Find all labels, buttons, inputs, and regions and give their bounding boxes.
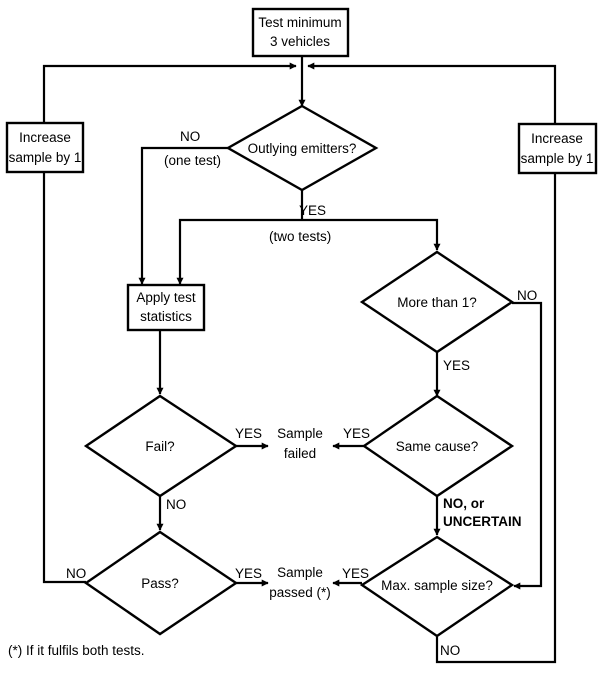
label-pass-yes: YES bbox=[235, 566, 262, 581]
outcome-sample-passed: Sample passed (*) bbox=[269, 565, 331, 600]
outcome-sample-failed: Sample failed bbox=[277, 426, 323, 461]
max-sample-label: Max. sample size? bbox=[381, 578, 493, 593]
sample-passed-line2: passed (*) bbox=[269, 585, 331, 600]
decision-same-cause: Same cause? bbox=[361, 394, 515, 498]
edge-max-no-loop bbox=[307, 62, 557, 664]
decision-max-sample-size: Max. sample size? bbox=[359, 535, 515, 638]
decision-fail: Fail? bbox=[83, 394, 239, 498]
more-than-1-label: More than 1? bbox=[397, 295, 477, 310]
edge-yes-split-left bbox=[176, 218, 302, 285]
decision-outlying-emitters: Outlying emitters? bbox=[225, 104, 379, 192]
start-box-line2: 3 vehicles bbox=[270, 34, 330, 49]
label-pass-no: NO bbox=[66, 566, 86, 581]
edge-pass-no-loop bbox=[42, 62, 297, 584]
label-outlying-yes: YES bbox=[299, 203, 326, 218]
label-outlying-one-test: (one test) bbox=[164, 153, 221, 168]
label-max-no: NO bbox=[440, 643, 460, 658]
label-same-no-line1: NO, or bbox=[443, 496, 485, 511]
label-same-yes: YES bbox=[343, 426, 370, 441]
sample-failed-line1: Sample bbox=[277, 426, 323, 441]
increase-left-line1: Increase bbox=[19, 130, 71, 145]
label-more-yes: YES bbox=[443, 358, 470, 373]
label-fail-no: NO bbox=[166, 497, 186, 512]
label-fail-yes: YES bbox=[235, 426, 262, 441]
edge-more-no bbox=[512, 301, 543, 590]
footnote: (*) If it fulfils both tests. bbox=[8, 643, 145, 658]
same-cause-label: Same cause? bbox=[396, 439, 479, 454]
apply-line1: Apply test bbox=[136, 290, 196, 305]
increase-left-line2: sample by 1 bbox=[9, 150, 82, 165]
outlying-label: Outlying emitters? bbox=[248, 141, 357, 156]
sample-failed-line2: failed bbox=[284, 446, 316, 461]
label-outlying-two-tests: (two tests) bbox=[269, 229, 331, 244]
label-outlying-no: NO bbox=[180, 129, 200, 144]
apply-test-statistics-box: Apply test statistics bbox=[126, 283, 206, 332]
increase-sample-right-box: Increase sample by 1 bbox=[517, 122, 598, 175]
label-more-no: NO bbox=[517, 288, 537, 303]
edge-yes-split-right bbox=[302, 218, 441, 251]
start-box: Test minimum 3 vehicles bbox=[251, 7, 350, 58]
fail-label: Fail? bbox=[145, 439, 174, 454]
connectors bbox=[42, 57, 557, 664]
label-max-yes: YES bbox=[342, 566, 369, 581]
decision-pass: Pass? bbox=[83, 530, 239, 636]
increase-right-line1: Increase bbox=[531, 131, 583, 146]
increase-right-line2: sample by 1 bbox=[521, 151, 594, 166]
sample-passed-line1: Sample bbox=[277, 565, 323, 580]
decision-more-than-1: More than 1? bbox=[359, 250, 515, 354]
start-box-line1: Test minimum bbox=[258, 15, 341, 30]
label-same-no-line2: UNCERTAIN bbox=[443, 514, 522, 529]
edge-outlying-no bbox=[138, 146, 228, 285]
increase-sample-left-box: Increase sample by 1 bbox=[5, 121, 85, 174]
pass-label: Pass? bbox=[141, 576, 179, 591]
apply-line2: statistics bbox=[140, 309, 192, 324]
